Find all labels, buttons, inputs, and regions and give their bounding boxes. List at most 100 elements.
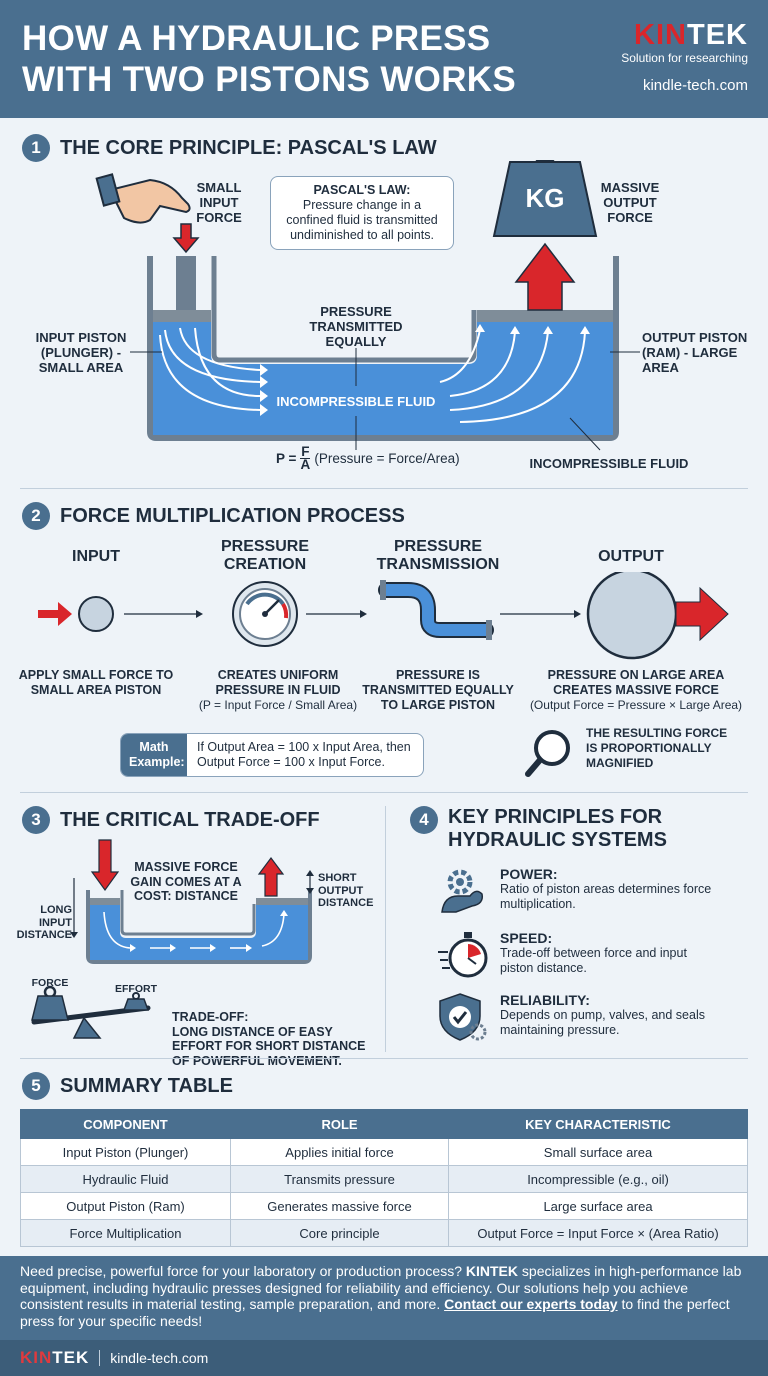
- summary-table: COMPONENT ROLE KEY CHARACTERISTIC Input …: [20, 1109, 748, 1247]
- table-cell: Hydraulic Fluid: [20, 1165, 231, 1193]
- output-piston-label: OUTPUT PISTON (RAM) - LARGE AREA: [642, 330, 748, 375]
- footer-separator: [99, 1350, 101, 1366]
- step-heading-transmission: PRESSURE TRANSMISSION: [376, 538, 500, 573]
- pipe-icon: [378, 580, 494, 640]
- step-caption-creation: CREATES UNIFORM PRESSURE IN FLUID (P = I…: [198, 668, 358, 712]
- process-flow-diagram: [38, 572, 729, 660]
- tradeoff-title: TRADE-OFF:: [172, 1010, 249, 1024]
- principle-speed-title: SPEED:: [500, 930, 553, 946]
- section3-title: THE CRITICAL TRADE-OFF: [60, 808, 320, 831]
- hand-icon: [95, 173, 191, 224]
- step-heading-input: INPUT: [72, 548, 120, 565]
- tradeoff-output-arrow: [257, 857, 285, 897]
- stopwatch-icon: [438, 932, 488, 978]
- step-heading-creation: PRESSURE CREATION: [220, 538, 310, 573]
- table-cell: Transmits pressure: [230, 1165, 449, 1193]
- principle-speed-text: Trade-off between force and input piston…: [500, 946, 687, 975]
- large-piston-icon: [586, 572, 678, 660]
- pressure-transmitted-label: PRESSURE TRANSMITTED EQUALLY: [309, 304, 403, 349]
- step-heading-output: OUTPUT: [598, 548, 664, 565]
- magnified-text: THE RESULTING FORCE IS PROPORTIONALLY MA…: [586, 726, 728, 770]
- seesaw-icon: [31, 985, 151, 1039]
- tradeoff-text: TRADE-OFF: LONG DISTANCE OF EASY EFFORT …: [172, 1010, 382, 1068]
- fluid-inside-label: INCOMPRESSIBLE FLUID: [276, 394, 436, 409]
- fluid-callout-label: INCOMPRESSIBLE FLUID: [529, 456, 689, 471]
- divider-3: [20, 1058, 748, 1059]
- title-line-1: HOW A HYDRAULIC PRESS: [22, 19, 491, 58]
- container-outline: [147, 256, 619, 441]
- principle-reliability: RELIABILITY: Depends on pump, valves, an…: [436, 992, 712, 1042]
- pascal-law-title: PASCAL'S LAW:: [313, 183, 411, 197]
- force-label: FORCE: [31, 977, 69, 989]
- effort-label: EFFORT: [115, 983, 157, 995]
- formula-fraction: F A: [300, 445, 311, 472]
- small-piston-icon: [78, 596, 114, 632]
- footer-site-link[interactable]: kindle-tech.com: [110, 1350, 209, 1366]
- fluid-body: [153, 310, 613, 435]
- footer-bar: KINTEK kindle-tech.com: [0, 1340, 768, 1376]
- container-inner: [211, 256, 477, 363]
- step-caption-output: PRESSURE ON LARGE AREA CREATES MASSIVE F…: [529, 668, 743, 712]
- table-cell: Core principle: [230, 1219, 449, 1247]
- massive-output-force-label: MASSIVE OUTPUT FORCE: [600, 180, 660, 225]
- section5-title: SUMMARY TABLE: [60, 1074, 233, 1097]
- table-row: Input Piston (Plunger) Applies initial f…: [20, 1138, 748, 1166]
- table-cell: Force Multiplication: [20, 1219, 231, 1247]
- math-example-box: Math Example: If Output Area = 100 x Inp…: [120, 733, 424, 777]
- page-title: HOW A HYDRAULIC PRESS WITH TWO PISTONS W…: [22, 18, 516, 100]
- flow-arrows: [159, 327, 586, 423]
- divider-1: [20, 488, 748, 489]
- flow-arrow-heads: [260, 324, 590, 416]
- section1-number: 1: [22, 134, 50, 162]
- principle-speed: SPEED: Trade-off between force and input…: [436, 930, 712, 980]
- brand-logo: KINTEK: [634, 19, 748, 51]
- section5-number: 5: [22, 1072, 50, 1100]
- table-header-cell: ROLE: [230, 1109, 449, 1139]
- short-output-distance-label: SHORT OUTPUT DISTANCE: [318, 872, 374, 909]
- contact-experts-link[interactable]: Contact our experts today: [444, 1296, 618, 1312]
- magnifier-icon: [525, 730, 570, 777]
- output-large-arrow: [675, 586, 729, 642]
- footer-logo: KINTEK: [20, 1348, 90, 1367]
- step-caption-transmission: PRESSURE IS TRANSMITTED EQUALLY TO LARGE…: [362, 668, 514, 712]
- fluid-leader: [569, 417, 601, 451]
- cta-text: Need precise, powerful force for your la…: [20, 1263, 742, 1329]
- table-cell: Applies initial force: [230, 1138, 449, 1166]
- cta-brand: KINTEK: [465, 1263, 519, 1279]
- section2-number: 2: [22, 502, 50, 530]
- formula-denominator: A: [300, 457, 311, 472]
- table-cell: Input Piston (Plunger): [20, 1138, 231, 1166]
- gear-arm-icon: [441, 869, 484, 913]
- section1-heading: 1 THE CORE PRINCIPLE: PASCAL'S LAW: [22, 134, 437, 162]
- kg-weight-icon: [492, 160, 598, 237]
- table-cell: Output Force = Input Force × (Area Ratio…: [448, 1219, 748, 1247]
- pascal-law-text: Pressure change in a confined fluid is t…: [286, 198, 438, 242]
- formula-p: P =: [276, 451, 297, 466]
- principle-reliability-title: RELIABILITY:: [500, 992, 590, 1008]
- table-row: Hydraulic Fluid Transmits pressure Incom…: [20, 1165, 748, 1193]
- table-cell: Output Piston (Ram): [20, 1192, 231, 1220]
- brand-tagline: Solution for researching: [621, 51, 748, 65]
- table-cell: Small surface area: [448, 1138, 748, 1166]
- section2-heading: 2 FORCE MULTIPLICATION PROCESS: [22, 502, 405, 530]
- table-cell: Incompressible (e.g., oil): [448, 1165, 748, 1193]
- input-small-arrow: [38, 602, 72, 626]
- step-caption-input: APPLY SMALL FORCE TO SMALL AREA PISTON: [18, 668, 174, 697]
- output-force-arrow: [514, 242, 576, 311]
- divider-2: [20, 792, 748, 793]
- title-line-2: WITH TWO PISTONS WORKS: [22, 60, 516, 99]
- principle-power-text: Ratio of piston areas determines force m…: [500, 882, 712, 911]
- header-banner: HOW A HYDRAULIC PRESS WITH TWO PISTONS W…: [0, 0, 768, 118]
- table-header-cell: KEY CHARACTERISTIC: [448, 1109, 748, 1139]
- section3-number: 3: [22, 806, 50, 834]
- pascal-diagram: [95, 160, 640, 451]
- brand-block[interactable]: KINTEK Solution for researching kindle-t…: [621, 20, 748, 94]
- brand-site-link[interactable]: kindle-tech.com: [642, 77, 748, 94]
- section5-heading: 5 SUMMARY TABLE: [22, 1072, 233, 1100]
- massive-force-gain-label: MASSIVE FORCE GAIN COMES AT A COST: DIST…: [130, 860, 242, 903]
- math-example-key: Math Example:: [121, 734, 187, 776]
- principle-power-title: POWER:: [500, 866, 558, 882]
- kg-label: KG: [525, 183, 565, 213]
- section4-heading: 4 KEY PRINCIPLES FOR HYDRAULIC SYSTEMS: [410, 806, 708, 852]
- table-header-cell: COMPONENT: [20, 1109, 231, 1139]
